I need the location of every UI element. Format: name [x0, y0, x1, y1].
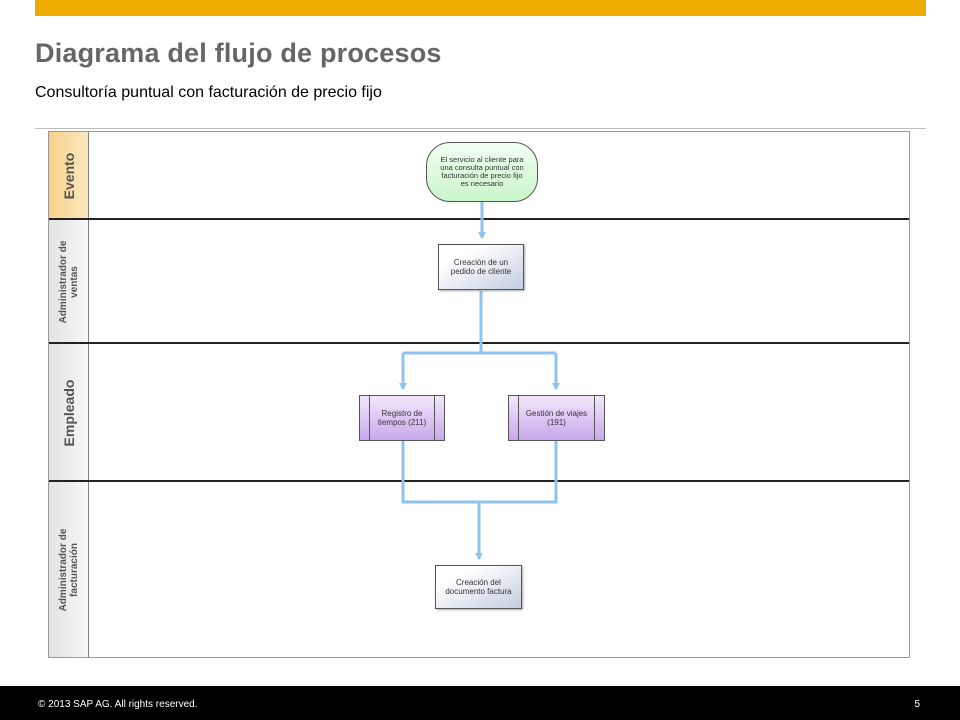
lane-header-empleado: Empleado: [49, 344, 89, 481]
subprocess-travel-management[interactable]: Gestión de viajes (191): [508, 395, 605, 441]
accent-bar: [35, 0, 926, 16]
lane-header-administrador-facturacion: Administrador de facturación: [49, 482, 89, 657]
page-number: 5: [914, 699, 920, 710]
start-event[interactable]: El servicio al cliente para una consulta…: [426, 142, 538, 202]
footer: © 2013 SAP AG. All rights reserved. 5: [0, 686, 960, 720]
lane-evento: Evento: [49, 132, 909, 219]
lane-label-empleado: Empleado: [61, 379, 77, 446]
task-sales-order[interactable]: Creación de un pedido de cliente: [438, 244, 524, 290]
lane-administrador-ventas: Administrador de ventas: [49, 220, 909, 343]
lane-administrador-facturacion: Administrador de facturación: [49, 482, 909, 657]
lane-header-evento: Evento: [49, 132, 89, 219]
subprocess-time-recording[interactable]: Registro de tiempos (211): [359, 395, 445, 441]
page-title: Diagrama del flujo de procesos: [35, 38, 442, 68]
copyright-text: © 2013 SAP AG. All rights reserved.: [38, 699, 198, 710]
divider: [35, 128, 926, 129]
page-subtitle: Consultoría puntual con facturación de p…: [35, 84, 382, 101]
lane-separator: [49, 218, 909, 220]
lane-label-administrador-facturacion: Administrador de facturación: [58, 528, 80, 611]
task-invoice-document[interactable]: Creación del documento factura: [435, 565, 522, 609]
lane-header-administrador-ventas: Administrador de ventas: [49, 220, 89, 343]
lane-empleado: Empleado: [49, 344, 909, 481]
lane-label-evento: Evento: [61, 152, 77, 199]
lane-separator: [49, 342, 909, 344]
lane-label-administrador-ventas: Administrador de ventas: [58, 240, 80, 323]
